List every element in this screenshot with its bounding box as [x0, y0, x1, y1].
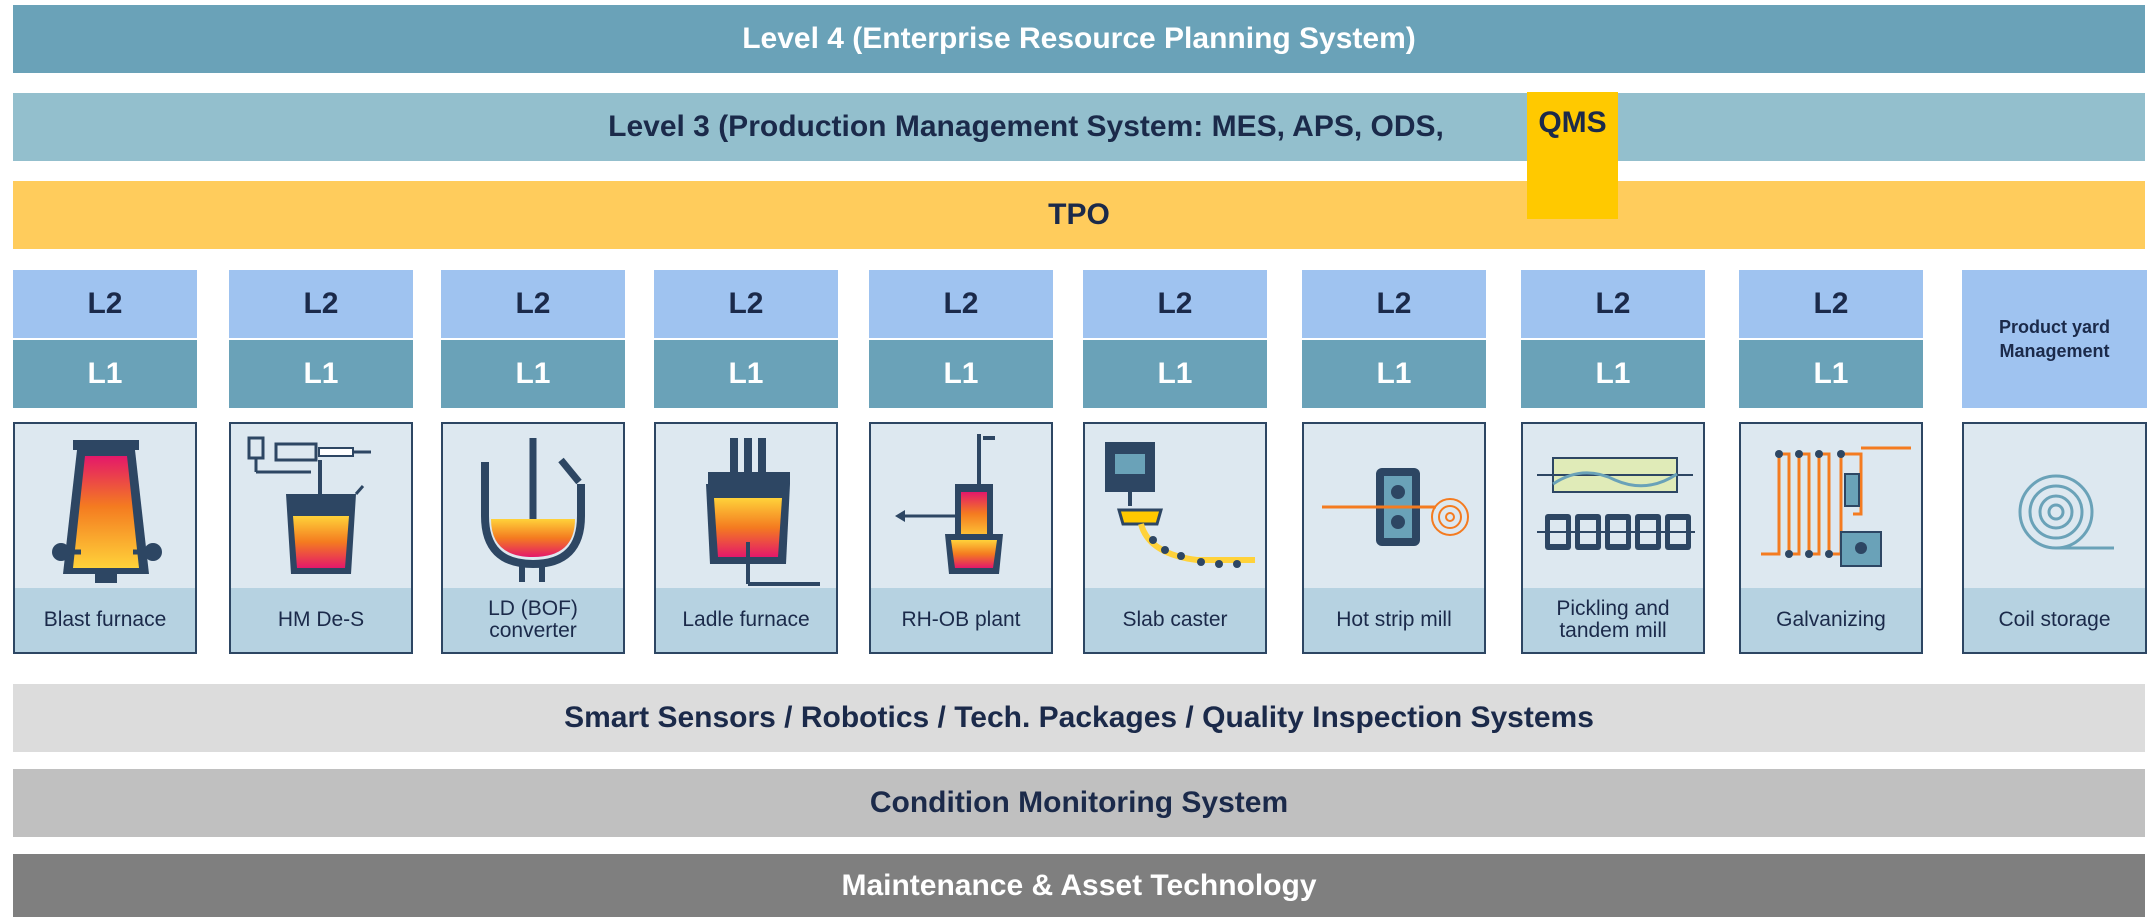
plant-card-rh-ob: RH-OB plant: [869, 422, 1053, 654]
plant-caption: RH-OB plant: [871, 588, 1051, 652]
qms-highlight: QMS: [1527, 92, 1618, 219]
l1-label: L1: [1739, 340, 1923, 408]
l2-label: L2: [1083, 270, 1267, 338]
column-coil-storage: Product yard Management: [1962, 270, 2147, 408]
bof-converter-icon: [481, 438, 585, 582]
plant-caption: Galvanizing: [1741, 588, 1921, 652]
coil-storage-icon: [2018, 474, 2114, 550]
l2-label: L2: [654, 270, 838, 338]
plant-caption: Slab caster: [1085, 588, 1265, 652]
plant-card-hm-des: HM De-S: [229, 422, 413, 654]
l1-label: L1: [869, 340, 1053, 408]
plant-caption: LD (BOF) converter: [443, 588, 623, 652]
l1-label: L1: [441, 340, 625, 408]
tpo-band: TPO: [13, 181, 2145, 249]
l1-label: L1: [13, 340, 197, 408]
plant-caption: HM De-S: [231, 588, 411, 652]
hot-strip-mill-icon: [1322, 468, 1469, 546]
l2-label: L2: [1521, 270, 1705, 338]
plant-caption: Coil storage: [1964, 588, 2145, 652]
plant-caption: Pickling and tandem mill: [1523, 588, 1703, 652]
l2-label: L2: [229, 270, 413, 338]
ladle-furnace-icon: [706, 438, 820, 586]
plant-caption: Ladle furnace: [656, 588, 836, 652]
slab-caster-icon: [1105, 442, 1255, 568]
level3-label: Level 3 (Production Management System: M…: [608, 110, 1444, 143]
galvanizing-icon: [1761, 446, 1911, 567]
smart-sensors-band: Smart Sensors / Robotics / Tech. Package…: [13, 684, 2145, 752]
plant-card-pickling: Pickling and tandem mill: [1521, 422, 1705, 654]
plant-card-coil-storage: Coil storage: [1962, 422, 2147, 654]
hm-desulfurization-icon: [247, 436, 371, 574]
condition-monitoring-band: Condition Monitoring System: [13, 769, 2145, 837]
plant-caption: Hot strip mill: [1304, 588, 1484, 652]
pickling-tandem-mill-icon: [1537, 457, 1695, 550]
level4-erp-band: Level 4 (Enterprise Resource Planning Sy…: [13, 5, 2145, 73]
plant-card-slab-caster: Slab caster: [1083, 422, 1267, 654]
plant-caption: Blast furnace: [15, 588, 195, 652]
plant-card-bof: LD (BOF) converter: [441, 422, 625, 654]
l1-label: L1: [1302, 340, 1486, 408]
l2-label: L2: [869, 270, 1053, 338]
product-yard-management-label: Product yard Management: [1962, 270, 2147, 408]
l2-label: L2: [1302, 270, 1486, 338]
blast-furnace-icon: [52, 440, 162, 583]
l1-label: L1: [654, 340, 838, 408]
rh-ob-plant-icon: [895, 434, 1003, 574]
l2-label: L2: [441, 270, 625, 338]
l2-label: L2: [13, 270, 197, 338]
l2-label: L2: [1739, 270, 1923, 338]
level3-pms-band: Level 3 (Production Management System: M…: [13, 93, 2145, 161]
plant-card-blast-furnace: Blast furnace: [13, 422, 197, 654]
l1-label: L1: [1083, 340, 1267, 408]
plant-card-ladle-furnace: Ladle furnace: [654, 422, 838, 654]
maintenance-asset-band: Maintenance & Asset Technology: [13, 854, 2145, 917]
plant-card-hot-strip-mill: Hot strip mill: [1302, 422, 1486, 654]
l1-label: L1: [1521, 340, 1705, 408]
plant-card-galvanizing: Galvanizing: [1739, 422, 1923, 654]
l1-label: L1: [229, 340, 413, 408]
